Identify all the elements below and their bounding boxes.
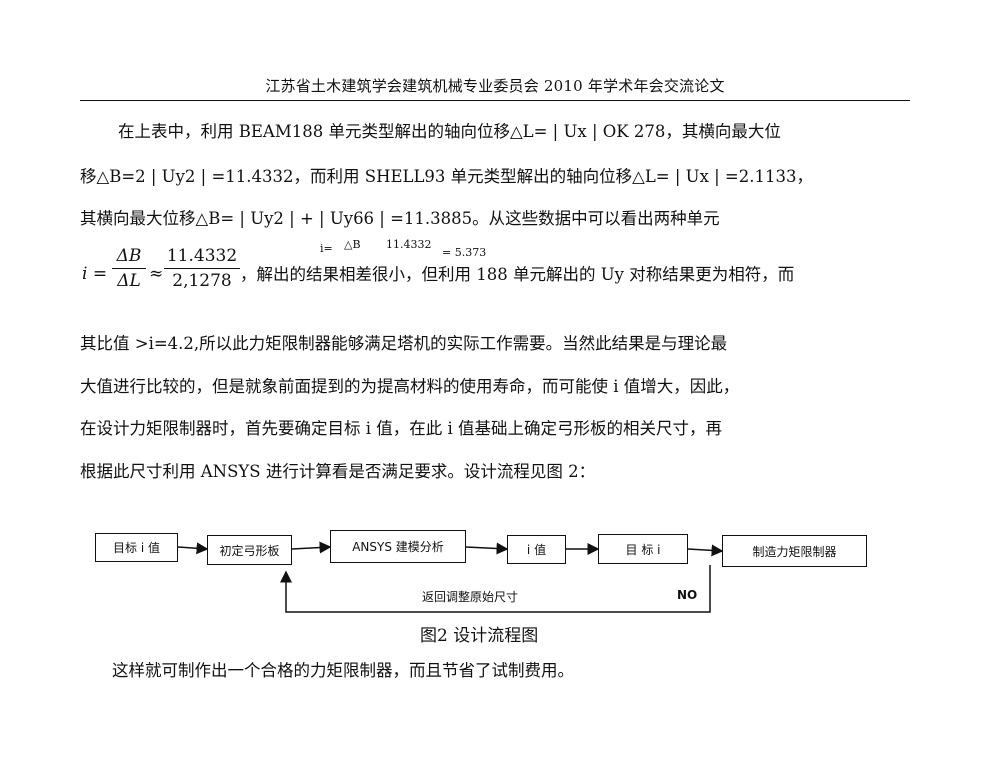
flow-box-target-i: 目标 i 值 bbox=[95, 533, 178, 562]
flow-box-ansys-modeling: ANSYS 建模分析 bbox=[330, 530, 466, 563]
flow-box-target-i-check: 目 标 i bbox=[598, 534, 688, 564]
fraction-2-denominator: 2,1278 bbox=[172, 271, 232, 291]
fraction-2-bar bbox=[164, 268, 240, 269]
formula-lhs: i = bbox=[82, 264, 108, 284]
formula-approx: ≈ bbox=[149, 264, 164, 284]
flow-box-initial-bow-plate: 初定弓形板 bbox=[207, 535, 292, 565]
fraction-1-bar bbox=[112, 268, 146, 269]
header-rule bbox=[80, 100, 910, 101]
arrow-5 bbox=[687, 544, 724, 557]
closing-sentence: 这样就可制作出一个合格的力矩限制器，而且节省了试制费用。 bbox=[112, 661, 574, 680]
paragraph-line-5: 大值进行比较的，但是就象前面提到的为提高材料的使用寿命，而可能使 i 值增大，因… bbox=[80, 377, 740, 396]
arrow-1 bbox=[177, 542, 209, 555]
paragraph-line-2: 移△B=2 | Uy2 | =11.4332，而利用 SHELL93 单元类型解… bbox=[80, 167, 813, 186]
paragraph-line-4: 其比值 >i=4.2,所以此力矩限制器能够满足塔机的实际工作需要。当然此结果是与… bbox=[80, 334, 728, 353]
overlay-formula-lhs: i= bbox=[320, 242, 333, 255]
arrow-3 bbox=[465, 542, 509, 555]
paragraph-line-3: 其横向最大位移△B= | Uy2 | + | Uy66 | =11.3885。从… bbox=[80, 209, 720, 228]
fraction-2-numerator: 11.4332 bbox=[166, 246, 238, 266]
overlay-formula-num: △B bbox=[344, 238, 361, 251]
return-loop bbox=[280, 565, 711, 613]
flow-box-i-value: i 值 bbox=[507, 535, 566, 564]
paragraph-line-6: 在设计力矩限制器时，首先要确定目标 i 值，在此 i 值基础上确定弓形板的相关尺… bbox=[80, 419, 723, 438]
formula-tail: ，解出的结果相差很小，但利用 188 单元解出的 Uy 对称结果更为相符，而 bbox=[240, 265, 795, 284]
overlay-formula-num2: 11.4332 bbox=[386, 238, 432, 251]
figure-caption: 图2 设计流程图 bbox=[420, 626, 539, 646]
paragraph-line-7: 根据此尺寸利用 ANSYS 进行计算看是否满足要求。设计流程见图 2： bbox=[80, 462, 596, 481]
return-label: 返回调整原始尺寸 bbox=[422, 590, 519, 604]
no-label: NO bbox=[677, 588, 698, 602]
flow-box-manufacture: 制造力矩限制器 bbox=[722, 535, 867, 567]
arrow-2 bbox=[291, 541, 332, 554]
formula-fraction-2: 11.4332 2,1278 bbox=[164, 246, 240, 291]
formula-fraction-1: ΔB ΔL bbox=[112, 246, 146, 291]
page-header: 江苏省土木建筑学会建筑机械专业委员会 2010 年学术年会交流论文 bbox=[265, 77, 725, 95]
fraction-1-numerator: ΔB bbox=[116, 246, 142, 266]
formula-line: i = ΔB ΔL ≈ 11.4332 2,1278 i= △B 11.4332… bbox=[82, 238, 922, 308]
overlay-formula-result: = 5.373 bbox=[442, 246, 487, 259]
fraction-1-denominator: ΔL bbox=[117, 271, 141, 291]
paragraph-line-1: 在上表中，利用 BEAM188 单元类型解出的轴向位移△L= | Ux | OK… bbox=[118, 122, 781, 141]
